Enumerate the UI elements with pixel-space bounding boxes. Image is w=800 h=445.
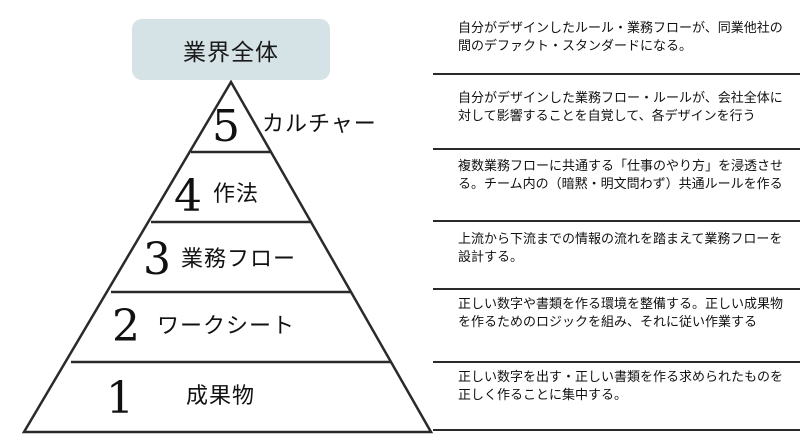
description-level-3: 上流から下流までの情報の流れを踏まえて業務フローを設計する。 <box>458 232 783 265</box>
separator-line <box>433 220 800 222</box>
level-2-number: 2 <box>112 301 140 352</box>
level-4-number: 4 <box>174 171 202 222</box>
separator-line <box>433 288 800 290</box>
level-1-number: 1 <box>106 373 134 424</box>
separator-line <box>433 361 800 363</box>
level-2-label: ワークシート <box>157 314 296 339</box>
separator-line <box>433 73 800 75</box>
level-3-number: 3 <box>143 234 171 285</box>
description-level-5: 自分がデザインした業務フロー・ルールが、会社全体に対して影響することを自覚して、… <box>458 91 783 124</box>
description-level-4: 複数業務フローに共通する「仕事のやり方」を浸透させる。チーム内の（暗黙・明文問わ… <box>458 159 784 192</box>
separator-line <box>433 429 800 431</box>
level-1-label: 成果物 <box>186 384 256 409</box>
description-level-1: 正しい数字を出す・正しい書類を作る求められたものを正しく作ることに集中する。 <box>458 370 784 403</box>
industry-box: 業界全体 <box>132 19 330 80</box>
level-4-label: 作法 <box>213 182 260 207</box>
industry-box-label: 業界全体 <box>183 39 279 66</box>
pyramid-outline <box>21 79 434 434</box>
pyramid-diagram <box>21 79 434 434</box>
level-5-label: カルチャー <box>262 112 377 137</box>
separator-line <box>433 148 800 150</box>
description-level-2: 正しい数字や書類を作る環境を整備する。正しい成果物を作るためのロジックを組み、そ… <box>458 297 784 330</box>
level-5-number: 5 <box>212 101 240 152</box>
level-3-label: 業務フロー <box>181 247 297 272</box>
description-industry: 自分がデザインしたルール・業務フローが、同業他社の間のデファクト・スタンダードに… <box>458 21 783 54</box>
